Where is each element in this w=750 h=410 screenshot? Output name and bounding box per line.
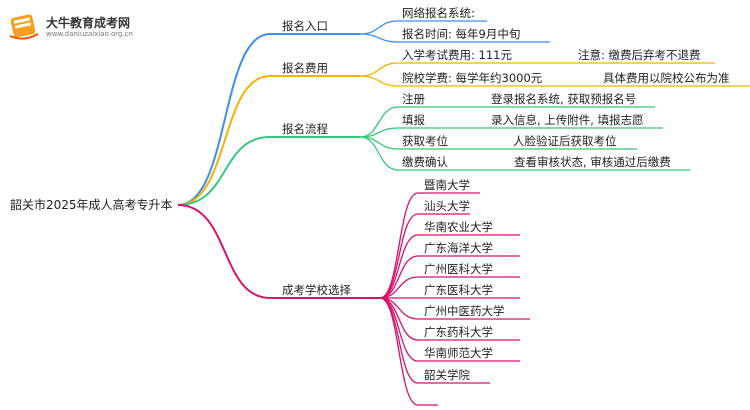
entry-item: 报名时间: 每年9月中旬 (402, 27, 521, 41)
root-topic: 韶关市2025年成人高考专升本 (10, 198, 173, 212)
process-leaf-line-4 (359, 136, 690, 171)
school-item: 广东药科大学 (424, 325, 493, 339)
school-item: 汕头大学 (424, 199, 470, 213)
fee-item-text: 院校学费: 每学年约3000元 (402, 71, 543, 85)
school-item: 广东医科大学 (424, 283, 493, 297)
branch-school-label: 成考学校选择 (282, 283, 351, 297)
root-to-entry-line (177, 33, 360, 206)
fee-leaf-line-2 (359, 75, 750, 87)
watermark-url: www.daniuzaixiao.org.cn (46, 30, 133, 38)
school-item: 广州医科大学 (424, 262, 493, 276)
book-logo-icon (9, 14, 39, 40)
process-step-label: 注册 (402, 92, 425, 106)
process-leaf-line-2 (359, 127, 663, 138)
fee-item-note: 注意: 缴费后弃考不退费 (578, 48, 701, 62)
watermark-title: 大牛教育成考网 (46, 16, 131, 30)
process-step-note: 登录报名系统, 获取预报名号 (491, 92, 637, 106)
school-item: 华南农业大学 (424, 220, 493, 234)
entry-item: 网络报名系统: (402, 6, 475, 20)
entry-leaf-line-2 (359, 33, 550, 43)
entry-leaf-line-1 (359, 20, 487, 35)
school-leaf-line (379, 234, 520, 299)
process-step-label: 填报 (402, 113, 425, 127)
school-leaf-line (379, 297, 438, 406)
school-item: 暨南大学 (424, 178, 470, 192)
school-leaf-line (379, 255, 520, 299)
process-step-label: 获取考位 (402, 134, 448, 148)
branch-fee-label: 报名费用 (282, 61, 328, 75)
school-leaf-line (379, 213, 470, 299)
branch-process-label: 报名流程 (282, 122, 328, 136)
school-item: 韶关学院 (424, 368, 470, 382)
process-step-label: 缴费确认 (402, 155, 448, 169)
root-to-school-line (177, 204, 380, 299)
watermark-logo: 大牛教育成考网 www.daniuzaixiao.org.cn (6, 8, 156, 48)
fee-item-text: 入学考试费用: 111元 (402, 48, 512, 62)
process-step-note: 查看审核状态, 审核通过后缴费 (514, 155, 671, 169)
fee-leaf-line-1 (359, 62, 715, 77)
school-item: 广东海洋大学 (424, 241, 493, 255)
branch-entry-label: 报名入口 (282, 19, 328, 33)
process-step-note: 录入信息, 上传附件, 填报志愿 (491, 113, 644, 127)
school-item: 广州中医药大学 (424, 304, 505, 318)
root-to-fee-line (177, 75, 360, 206)
school-leaf-line (379, 192, 480, 299)
fee-item-note: 具体费用以院校公布为准 (603, 71, 730, 85)
school-item: 华南师范大学 (424, 346, 493, 360)
school-leaf-line (379, 276, 520, 299)
root-to-process-line (177, 136, 360, 206)
process-step-note: 人脸验证后获取考位 (513, 134, 617, 148)
